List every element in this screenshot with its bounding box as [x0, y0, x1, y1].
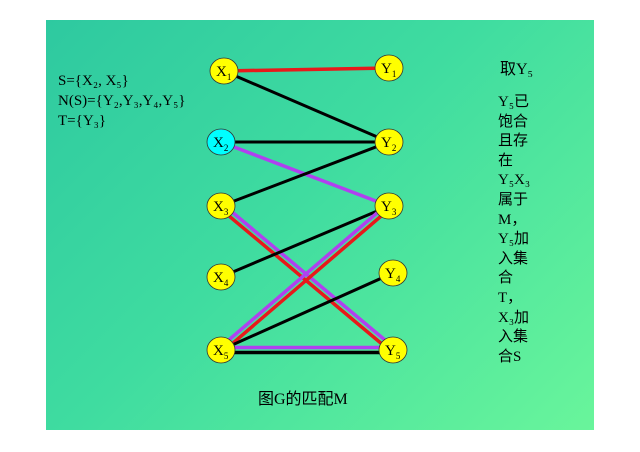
node-label: Y3	[381, 199, 397, 217]
node-circle	[206, 128, 236, 156]
node-y2: Y2	[374, 128, 404, 156]
node-label: X2	[213, 135, 228, 153]
node-circle	[378, 259, 408, 287]
explanation-line: Y₅加	[498, 231, 530, 248]
node-circle	[374, 54, 404, 82]
explanation-line: Y₅已	[498, 94, 530, 110]
right-title: 取Y₅	[500, 61, 534, 78]
node-label: X1	[216, 64, 231, 82]
edge-x5-y3-alt	[217, 202, 390, 350]
edge-x3-y2	[219, 140, 391, 208]
explanation-line: T，	[498, 289, 523, 306]
node-circle	[374, 192, 404, 220]
node-circle	[206, 192, 236, 220]
node-label: Y5	[385, 343, 401, 361]
explanation-line: 合	[498, 270, 514, 287]
node-circle	[209, 57, 239, 85]
node-circle	[374, 128, 404, 156]
edge-x5-y4	[219, 271, 395, 352]
explanation-line: 在	[498, 152, 514, 169]
explanation-line: 饱合	[498, 113, 529, 130]
set-t-label: T={Y₃}	[58, 113, 107, 129]
node-x2: X2	[206, 128, 236, 156]
node-x5: X5	[206, 336, 236, 364]
node-y1: Y1	[374, 54, 404, 82]
edge-layer	[217, 66, 397, 355]
node-y4: Y4	[378, 259, 408, 287]
slide-background	[46, 20, 594, 430]
node-circle	[206, 263, 236, 291]
neighborhood-label: N(S)={Y₂,Y₃,Y₄,Y₅}	[58, 93, 186, 109]
edge-x1-y1	[222, 66, 391, 73]
set-s-label: S={X₂, X₅}	[58, 73, 129, 89]
explanation-line: X₃加	[498, 309, 530, 326]
node-label: Y1	[381, 61, 396, 79]
node-y5: Y5	[378, 336, 408, 364]
explanation-line: Y₅X₃	[498, 172, 531, 189]
explanation-line: M，	[498, 211, 527, 228]
explanation-line: 且存	[498, 133, 529, 150]
node-y3: Y3	[374, 192, 404, 220]
node-x4: X4	[206, 263, 236, 291]
node-label: X5	[213, 343, 229, 361]
explanation-line: 合S	[498, 348, 522, 365]
node-label: Y4	[385, 266, 401, 284]
node-label: X4	[213, 270, 229, 288]
edge-x5-y3	[220, 206, 393, 354]
node-circle	[378, 336, 408, 364]
node-label: Y2	[381, 135, 396, 153]
node-circle	[206, 336, 236, 364]
node-x1: X1	[209, 57, 239, 85]
edge-x4-y3	[219, 204, 391, 279]
explanation-line: 入集	[498, 250, 529, 267]
node-x3: X3	[206, 192, 236, 220]
edge-x1-y2	[222, 69, 391, 144]
explanation-line: 入集	[498, 329, 529, 346]
figure-caption: 图G的匹配M	[258, 391, 348, 408]
node-label: X3	[213, 199, 229, 217]
explanation-line: 属于	[498, 191, 529, 208]
